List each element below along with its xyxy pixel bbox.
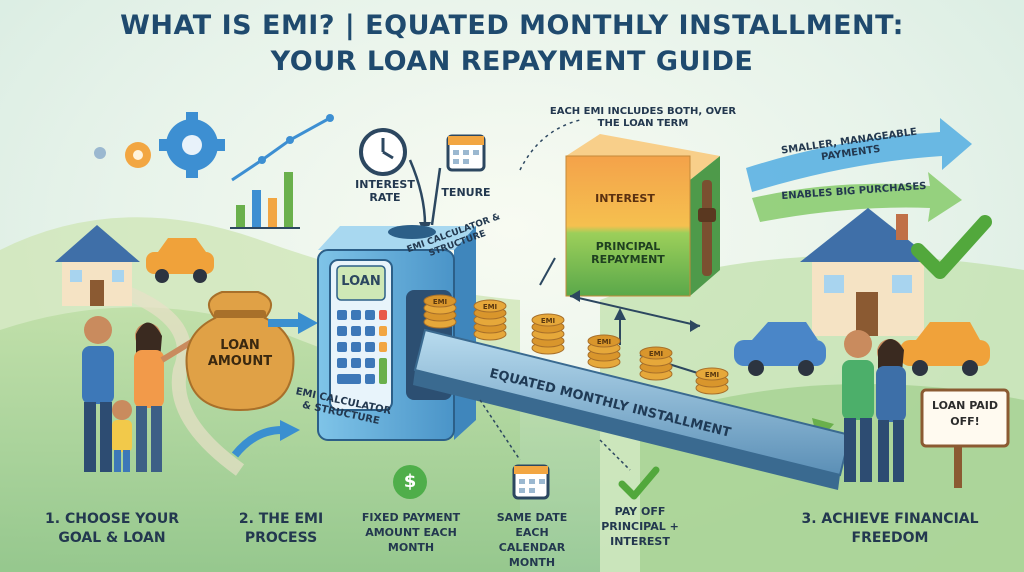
calculator-screen-label: LOAN [341,274,381,289]
loan-paid-off-sign [920,388,1010,488]
benefit-arrow-green [752,172,962,222]
coin [695,367,729,381]
couple-right [842,330,906,482]
interest-label: INTEREST [595,192,655,205]
checkmark-icon-feature [618,466,660,500]
coin [639,346,673,360]
calculator-keypad [337,310,387,384]
title-line-2: YOUR LOAN REPAYMENT GUIDE [270,46,754,77]
feature-fixed-payment: FIXED PAYMENT AMOUNT EACH MONTH [361,511,461,554]
coin [531,313,565,327]
coin-label: EMI [433,298,447,306]
loan-amount-label: LOAN AMOUNT [207,338,273,369]
house-left [55,225,140,306]
growth-chart-icon [230,114,334,229]
principal-label: PRINCIPAL REPAYMENT [591,240,665,266]
coin [587,334,621,348]
coin-stack: EMI [639,346,673,381]
feature-pay-off: PAY OFF PRINCIPAL + INTEREST [601,505,679,548]
car-right-blue [734,322,826,376]
coin [423,294,457,308]
step-2: 2. THE EMI PROCESS [238,511,324,546]
coin-stack: EMI [531,313,565,355]
car-left [146,238,214,283]
feature-same-date: SAME DATE EACH CALENDAR MONTH [496,511,568,569]
house-right [800,208,936,336]
coin-stacks: EMI EMI EMI EMI EMI EMI [423,294,729,395]
coin [473,299,507,313]
coin-label: EMI [649,350,663,358]
sign-text: LOAN PAID OFF! [931,399,998,428]
clock-icon [359,128,407,176]
coin-stack: EMI [423,294,457,329]
coin-label: EMI [541,317,555,325]
coin-stack: EMI [695,367,729,395]
coin-stack: EMI [473,299,507,341]
feature-connectors [479,399,631,471]
tenure-label: TENURE [441,186,491,199]
emi-breakdown-box [565,134,720,297]
loan-bag [185,291,295,412]
interest-rate-label: INTEREST RATE [355,178,415,204]
gear-icon [94,112,225,178]
dollar-icon [393,465,427,499]
car-right-orange [900,322,990,376]
step-1: 1. CHOOSE YOUR GOAL & LOAN [45,511,179,546]
coin-stack: EMI [587,334,621,369]
breakdown-caption: EACH EMI INCLUDES BOTH, OVER THE LOAN TE… [549,106,737,129]
benefit-arrow-blue [746,118,972,192]
page-title: WHAT IS EMI? | EQUATED MONTHLY INSTALLME… [0,8,1024,80]
coin-label: EMI [705,371,719,379]
calendar-icon [446,134,486,172]
coin-label: EMI [483,303,497,311]
checkmark-icon [911,215,992,279]
title-line-1: WHAT IS EMI? | EQUATED MONTHLY INSTALLME… [120,10,904,41]
dollar-glyph: $ [403,471,417,492]
coin-label: EMI [597,338,611,346]
step-3: 3. ACHIEVE FINANCIAL FREEDOM [801,511,979,546]
calendar-icon-feature [512,464,550,500]
family-left [82,316,200,472]
conveyor-belt [413,328,852,490]
